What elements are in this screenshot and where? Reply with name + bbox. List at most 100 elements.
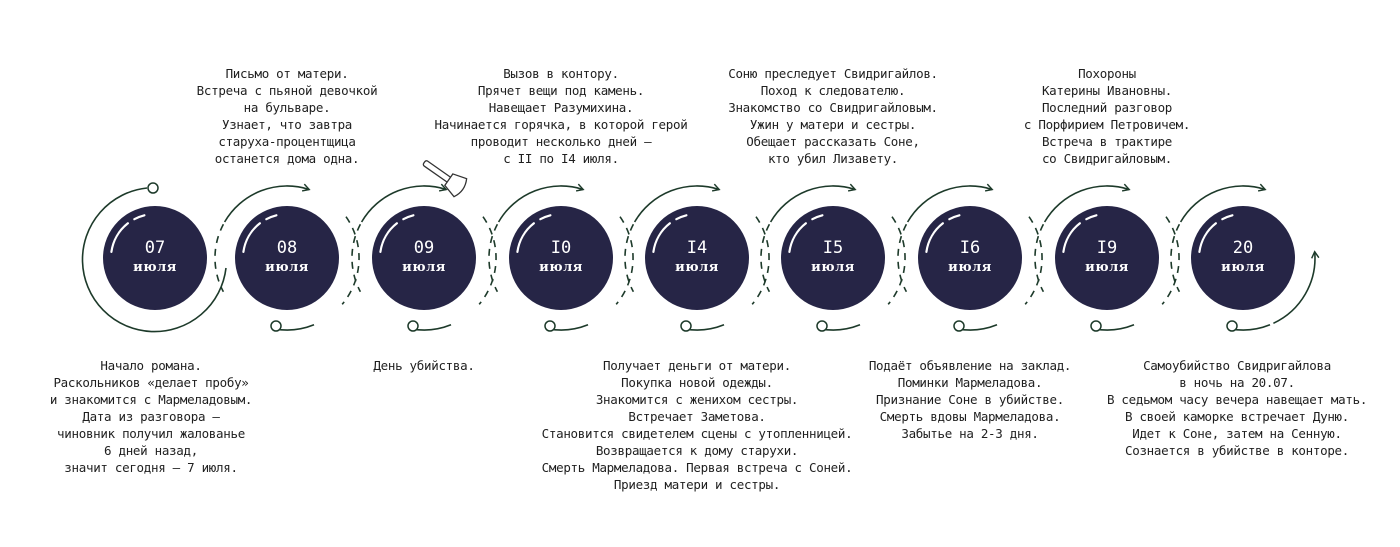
date-day: I6 xyxy=(959,238,981,258)
date-month: июля xyxy=(539,260,583,275)
date-day: 20 xyxy=(1232,238,1254,258)
event-note-line: 6 дней назад, xyxy=(104,443,198,458)
connector-0 xyxy=(81,182,227,333)
date-month: июля xyxy=(811,260,855,275)
event-note-line: Поход к следователю. xyxy=(760,83,906,98)
date-month: июля xyxy=(133,260,177,275)
event-note-line: Самоубийство Свидригайлова xyxy=(1143,358,1331,373)
date-month: июля xyxy=(948,260,992,275)
event-note: Получает деньги от матери.Покупка новой … xyxy=(542,357,853,493)
connector-8 xyxy=(1170,183,1320,332)
event-note-line: Забытье на 2-3 дня. xyxy=(901,426,1039,441)
step-node-icon xyxy=(953,320,965,332)
date-circle xyxy=(645,206,749,310)
connector-3 xyxy=(488,183,634,332)
event-note-line: Письмо от матери. xyxy=(225,66,349,81)
event-note-line: Соню преследует Свидригайлов. xyxy=(728,66,938,81)
event-note-line: День убийства. xyxy=(373,358,475,373)
event-note-line: Встреча в трактире xyxy=(1041,134,1173,149)
event-note-line: Смерть вдовы Мармеладова. xyxy=(879,409,1061,424)
event-note-line: Получает деньги от матери. xyxy=(603,358,791,373)
date-label: 09 июля xyxy=(372,206,476,310)
date-day: I4 xyxy=(686,238,708,258)
date-label: 07 июля xyxy=(103,206,207,310)
event-note-line: Катерины Ивановны. xyxy=(1041,83,1173,98)
event-note-line: Смерть Мармеладова. Первая встреча с Сон… xyxy=(541,460,853,475)
event-note-line: В своей каморке встречает Дуню. xyxy=(1125,409,1349,424)
date-label: I4 июля xyxy=(645,206,749,310)
event-note-line: останется дома одна. xyxy=(214,151,360,166)
event-note: Начало романа. Раскольников «делает пробу… xyxy=(49,357,253,476)
date-label: 20 июля xyxy=(1191,206,1295,310)
date-circle xyxy=(103,206,207,310)
connector-1 xyxy=(214,183,360,332)
event-note: Вызов в контору.Прячет вещи под камень.Н… xyxy=(435,65,688,547)
event-note-line: Ужин у матери и сестры. xyxy=(749,117,917,132)
event-note-line: Начало романа. xyxy=(100,358,202,373)
start-node-icon xyxy=(147,182,159,194)
event-note-line: Знакомится с женихом сестры. xyxy=(595,392,799,407)
event-note-line: и знакомится с Мармеладовым. xyxy=(49,392,253,407)
event-note-line: с II по I4 июля. xyxy=(503,151,619,166)
step-node-icon xyxy=(816,320,828,332)
step-node-icon xyxy=(407,320,419,332)
connector-6 xyxy=(897,183,1043,332)
date-circle xyxy=(1055,206,1159,310)
date-month: июля xyxy=(1221,260,1265,275)
event-note-line: Прячет вещи под камень. xyxy=(477,83,645,98)
event-note-line: Узнает, что завтра xyxy=(221,117,353,132)
date-month: июля xyxy=(265,260,309,275)
connector-5 xyxy=(760,183,906,332)
event-note: Подаёт объявление на заклад.Поминки Марм… xyxy=(868,357,1072,442)
event-note-line: со Свидригайловым. xyxy=(1041,151,1173,166)
date-day: 07 xyxy=(144,238,166,258)
date-circle xyxy=(781,206,885,310)
date-circle xyxy=(1191,206,1295,310)
event-note-line: Последний разговор xyxy=(1041,100,1173,115)
axe-icon xyxy=(422,160,468,198)
date-month: июля xyxy=(675,260,719,275)
event-note-line: Приезд матери и сестры. xyxy=(613,477,781,492)
event-note-line: Подаёт объявление на заклад. xyxy=(868,358,1072,373)
date-label: I6 июля xyxy=(918,206,1022,310)
event-note: Соню преследует Свидригайлов. Поход к сле… xyxy=(728,65,938,547)
event-note-line: Идет к Соне, затем на Сенную. xyxy=(1132,426,1342,441)
event-note-line: Признание Соне в убийстве. xyxy=(876,392,1064,407)
date-circle xyxy=(235,206,339,310)
event-note-line: Раскольников «делает пробу» xyxy=(53,375,249,390)
event-note-line: Встреча с пьяной девочкой xyxy=(196,83,378,98)
event-note-line: в ночь на 20.07. xyxy=(1179,375,1295,390)
date-circle xyxy=(509,206,613,310)
event-note-line: на бульваре. xyxy=(243,100,331,115)
date-day: 08 xyxy=(276,238,298,258)
date-day: I9 xyxy=(1096,238,1118,258)
event-note-line: Становится свидетелем сцены с утопленниц… xyxy=(541,426,853,441)
step-node-icon xyxy=(680,320,692,332)
event-note-line: значит сегодня – 7 июля. xyxy=(64,460,238,475)
event-note-line: Знакомство со Свидригайловым. xyxy=(728,100,938,115)
event-note-line: Встречает Заметова. xyxy=(628,409,766,424)
event-note-line: Дата из разговора – xyxy=(82,409,220,424)
date-circle xyxy=(372,206,476,310)
date-label: 08 июля xyxy=(235,206,339,310)
event-note-line: В седьмом часу вечера навещает мать. xyxy=(1106,392,1368,407)
event-note-line: старуха-процентщица xyxy=(218,134,356,149)
event-note-line: Навещает Разумихина. xyxy=(488,100,634,115)
event-note-line: Начинается горячка, в которой герой xyxy=(434,117,688,132)
event-note-line: кто убил Лизавету. xyxy=(767,151,899,166)
date-day: 09 xyxy=(413,238,435,258)
event-note-line: Сознается в убийстве в конторе. xyxy=(1125,443,1349,458)
event-note-line: Возвращается к дому старухи. xyxy=(595,443,799,458)
step-node-icon xyxy=(1090,320,1102,332)
date-month: июля xyxy=(402,260,446,275)
event-note-line: Обещает рассказать Соне, xyxy=(746,134,920,149)
event-note: Письмо от матери. Встреча с пьяной девочк… xyxy=(197,65,378,547)
event-note-line: с Порфирием Петровичем. xyxy=(1023,117,1191,132)
connector-2 xyxy=(351,183,497,332)
